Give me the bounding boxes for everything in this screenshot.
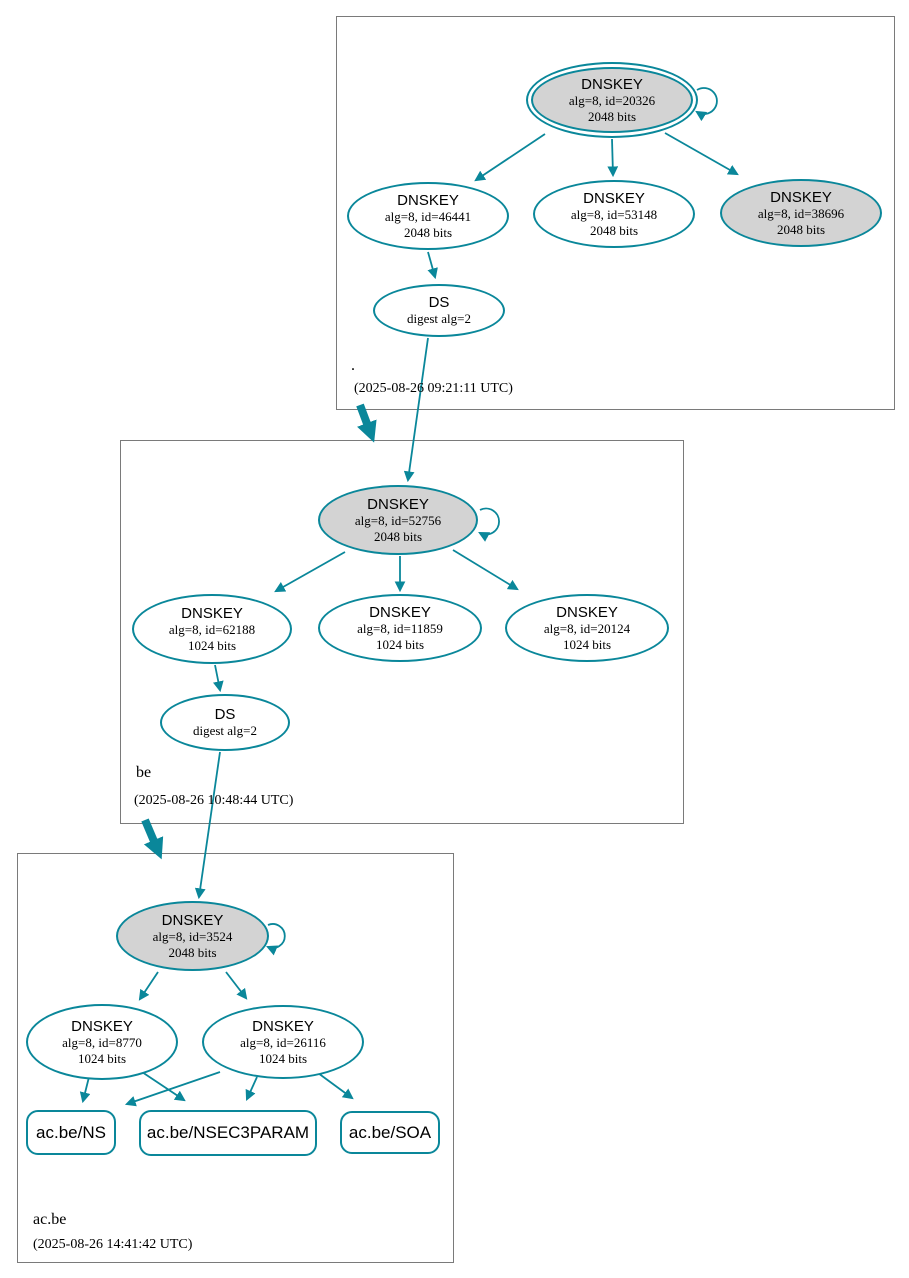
dnskey-title: DNSKEY [252,1018,314,1036]
dnskey-title: DNSKEY [583,190,645,208]
dnskey-alg-id: alg=8, id=3524 [152,929,233,945]
dnskey-title: DNSKEY [581,76,643,94]
dnskey-bits: 1024 bits [187,637,237,653]
zone-label-be: be [136,764,152,781]
ds-title: DS [214,706,236,724]
dnskey-title: DNSKEY [71,1018,133,1036]
dnskey-alg-id: alg=8, id=53148 [570,207,658,223]
dnskey-bits: 2048 bits [776,221,826,237]
dnskey-node-11859: DNSKEY alg=8, id=11859 1024 bits [318,594,482,662]
dnskey-bits: 2048 bits [373,528,423,544]
dnskey-node-53148: DNSKEY alg=8, id=53148 2048 bits [533,180,695,248]
dnskey-alg-id: alg=8, id=20124 [543,621,631,637]
dnskey-title: DNSKEY [556,604,618,622]
dnskey-bits: 2048 bits [589,222,639,238]
zone-timestamp-acbe: (2025-08-26 14:41:42 UTC) [33,1237,193,1252]
dnskey-alg-id: alg=8, id=26116 [240,1035,326,1051]
zone-box-be [120,440,684,824]
zone-label-root: . [351,357,355,374]
dnskey-alg-id: alg=8, id=46441 [384,209,472,225]
dnskey-node-20124: DNSKEY alg=8, id=20124 1024 bits [505,594,669,662]
dnskey-title: DNSKEY [397,192,459,210]
dnskey-bits: 2048 bits [168,944,217,960]
dnskey-node-26116: DNSKEY alg=8, id=26116 1024 bits [202,1005,364,1079]
zone-box-root [336,16,895,410]
dnskey-node-52756-ksk: DNSKEY alg=8, id=52756 2048 bits [318,485,478,555]
dnskey-bits: 1024 bits [562,636,612,652]
dnskey-alg-id: alg=8, id=52756 [354,513,442,529]
zone-box-acbe [17,853,454,1263]
dnskey-alg-id: alg=8, id=8770 [62,1035,142,1051]
dnskey-node-62188: DNSKEY alg=8, id=62188 1024 bits [132,594,292,664]
zone-timestamp-be: (2025-08-26 10:48:44 UTC) [134,793,294,808]
dnskey-bits: 2048 bits [403,224,453,240]
dnskey-alg-id: alg=8, id=62188 [168,622,256,638]
dnskey-alg-id: alg=8, id=38696 [757,206,845,222]
ds-digest: digest alg=2 [192,723,258,739]
dnskey-title: DNSKEY [770,189,832,207]
ds-title: DS [428,294,450,312]
rrset-node-acbe-soa: ac.be/SOA [340,1111,440,1154]
dnskey-node-3524-ksk: DNSKEY alg=8, id=3524 2048 bits [116,901,269,971]
dnskey-bits: 1024 bits [77,1050,127,1066]
rrset-node-acbe-ns: ac.be/NS [26,1110,116,1155]
dnskey-alg-id: alg=8, id=20326 [568,93,656,109]
ds-node-root: DS digest alg=2 [373,284,505,337]
zone-label-acbe: ac.be [33,1211,67,1228]
dnskey-title: DNSKEY [181,605,243,623]
dnskey-node-38696: DNSKEY alg=8, id=38696 2048 bits [720,179,882,247]
dnskey-bits: 2048 bits [587,108,637,124]
dnskey-alg-id: alg=8, id=11859 [357,621,443,637]
rrset-node-acbe-nsec3param: ac.be/NSEC3PARAM [139,1110,317,1156]
dnskey-node-46441: DNSKEY alg=8, id=46441 2048 bits [347,182,509,250]
dnskey-node-20326-ksk: DNSKEY alg=8, id=20326 2048 bits [526,62,698,138]
dnskey-bits: 1024 bits [258,1050,308,1066]
dnskey-bits: 1024 bits [375,636,425,652]
ds-digest: digest alg=2 [406,311,472,327]
dnskey-title: DNSKEY [367,496,429,514]
dnskey-title: DNSKEY [161,912,224,930]
zone-timestamp-root: (2025-08-26 09:21:11 UTC) [354,381,513,396]
dnskey-title: DNSKEY [369,604,431,622]
ds-node-be: DS digest alg=2 [160,694,290,751]
dnskey-node-8770: DNSKEY alg=8, id=8770 1024 bits [26,1004,178,1080]
